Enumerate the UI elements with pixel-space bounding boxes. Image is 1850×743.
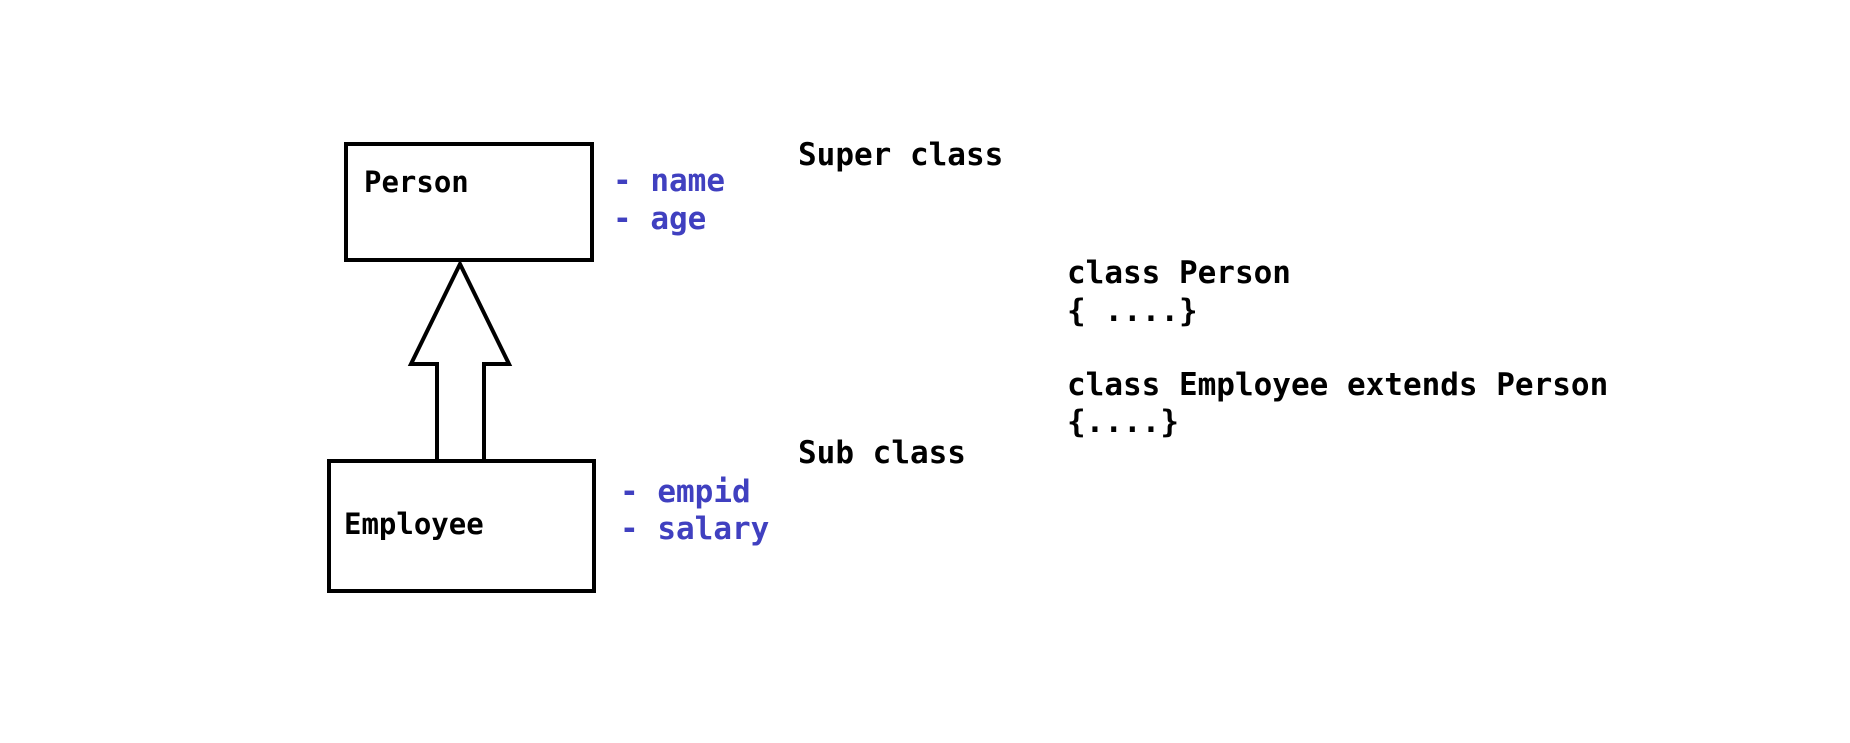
subclass-attribute: - salary [620,511,770,547]
superclass-box [344,142,594,262]
subclass-caption: Sub class [798,435,966,471]
code-line: {....} [1067,404,1179,440]
superclass-name: Person [364,165,469,199]
superclass-attribute: - name [613,163,725,199]
subclass-attribute: - empid [620,474,751,510]
subclass-box [327,459,596,593]
code-line: class Employee extends Person [1067,367,1609,403]
inheritance-arrow-icon [407,259,513,464]
code-line: class Person [1067,255,1291,291]
superclass-attribute: - age [613,201,707,237]
superclass-caption: Super class [798,137,1004,173]
subclass-name: Employee [344,507,484,541]
code-line: { ....} [1067,293,1198,329]
